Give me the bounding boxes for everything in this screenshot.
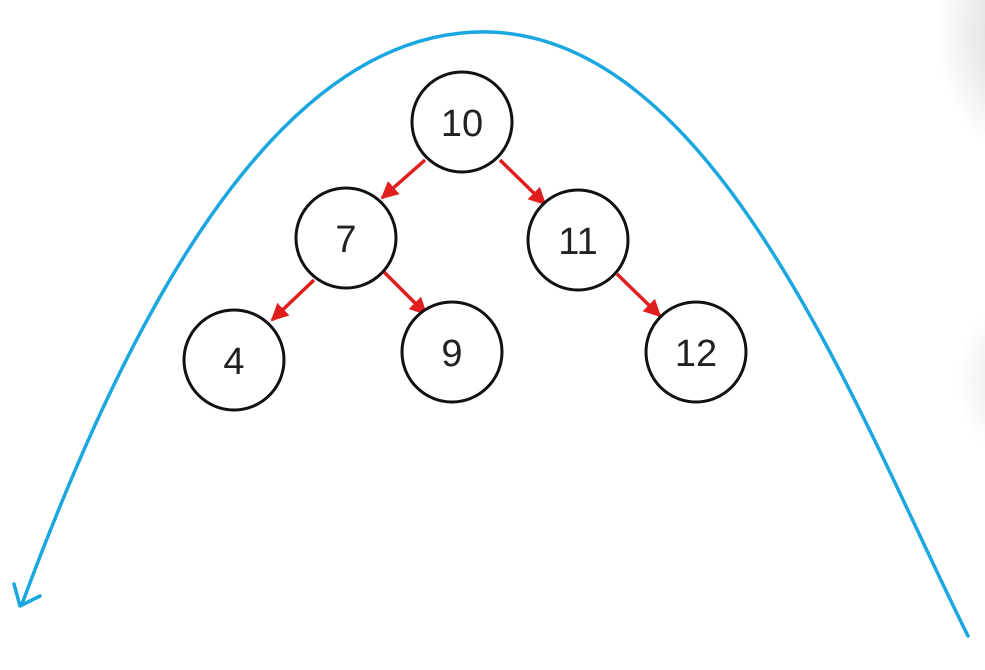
edge-10-7 xyxy=(380,158,427,200)
tree-node-9: 9 xyxy=(400,300,504,404)
corner-shadow xyxy=(935,0,985,160)
tree-node-12: 12 xyxy=(644,300,748,404)
tree-node-10: 10 xyxy=(410,70,514,174)
node-label: 10 xyxy=(441,103,483,145)
edge-11-12 xyxy=(615,272,662,318)
node-label: 11 xyxy=(558,221,597,263)
node-label: 9 xyxy=(441,333,462,375)
tree-node-4: 4 xyxy=(182,308,286,412)
tree-node-7: 7 xyxy=(294,186,398,290)
edge-shadow xyxy=(955,300,985,460)
edge-7-9 xyxy=(380,268,428,316)
traversal-arrowhead xyxy=(12,582,42,608)
node-label: 4 xyxy=(223,341,244,383)
traversal-curve xyxy=(20,30,970,638)
edge-10-11 xyxy=(498,158,547,206)
node-label: 12 xyxy=(675,333,717,375)
node-label: 7 xyxy=(335,219,356,261)
edge-7-4 xyxy=(270,278,316,322)
tree-node-11: 11 xyxy=(526,188,630,292)
